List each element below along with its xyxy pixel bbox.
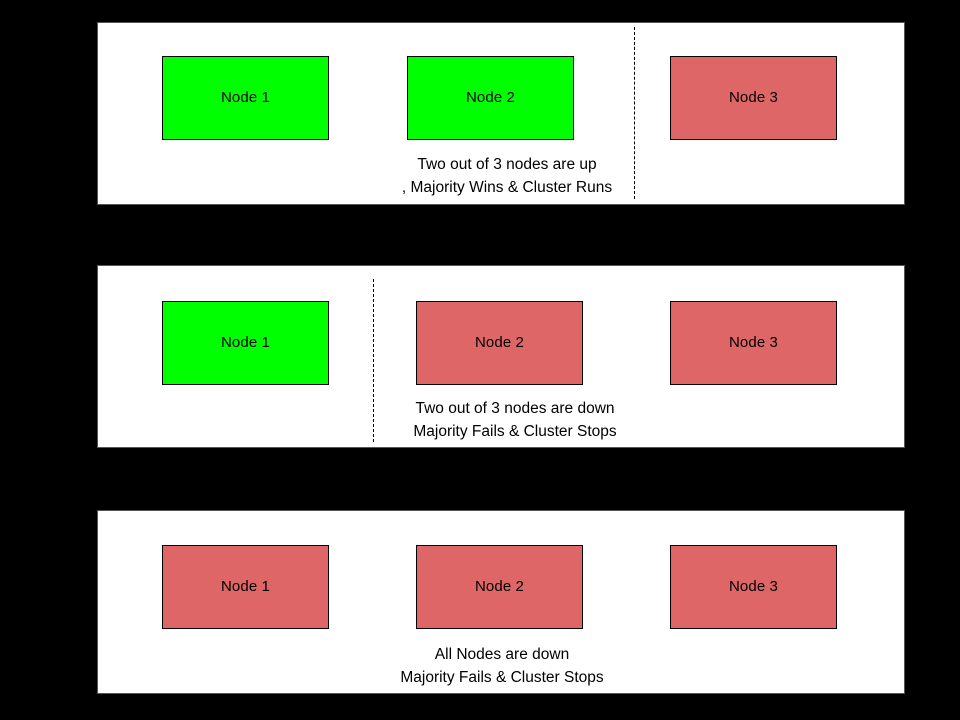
caption-line-2: Majority Fails & Cluster Stops [400,669,604,686]
partition-divider-1 [634,27,635,199]
node-box-3-3: Node 3 [670,545,837,629]
caption-line-2: , Majority Wins & Cluster Runs [401,179,613,196]
caption-line-1: All Nodes are down [434,646,570,663]
node-label: Node 3 [729,333,778,351]
node-box-3-2: Node 2 [416,545,583,629]
node-box-1-3: Node 3 [670,56,837,140]
scenario-panel-2: Node 1 Node 2 Node 3 Two out of 3 nodes … [97,265,905,448]
partition-divider-2 [373,279,374,442]
node-box-3-1: Node 1 [162,545,329,629]
panel-caption-2: Two out of 3 nodes are down Majority Fai… [280,397,750,443]
scenario-panel-3: Node 1 Node 2 Node 3 All Nodes are down … [97,510,905,694]
node-box-1-1: Node 1 [162,56,329,140]
node-box-2-2: Node 2 [416,301,583,385]
node-label: Node 1 [221,577,270,595]
node-box-2-3: Node 3 [670,301,837,385]
caption-line-1: Two out of 3 nodes are up [417,156,597,173]
caption-line-2: Majority Fails & Cluster Stops [413,423,617,440]
node-label: Node 1 [221,88,270,106]
node-label: Node 2 [475,333,524,351]
node-box-1-2: Node 2 [407,56,574,140]
node-label: Node 3 [729,88,778,106]
node-label: Node 3 [729,577,778,595]
caption-line-1: Two out of 3 nodes are down [415,400,615,417]
node-label: Node 2 [475,577,524,595]
scenario-panel-1: Node 1 Node 2 Node 3 Two out of 3 nodes … [97,22,905,205]
node-label: Node 1 [221,333,270,351]
node-label: Node 2 [466,88,515,106]
panel-caption-3: All Nodes are down Majority Fails & Clus… [267,643,737,689]
panel-caption-1: Two out of 3 nodes are up , Majority Win… [272,153,742,199]
node-box-2-1: Node 1 [162,301,329,385]
